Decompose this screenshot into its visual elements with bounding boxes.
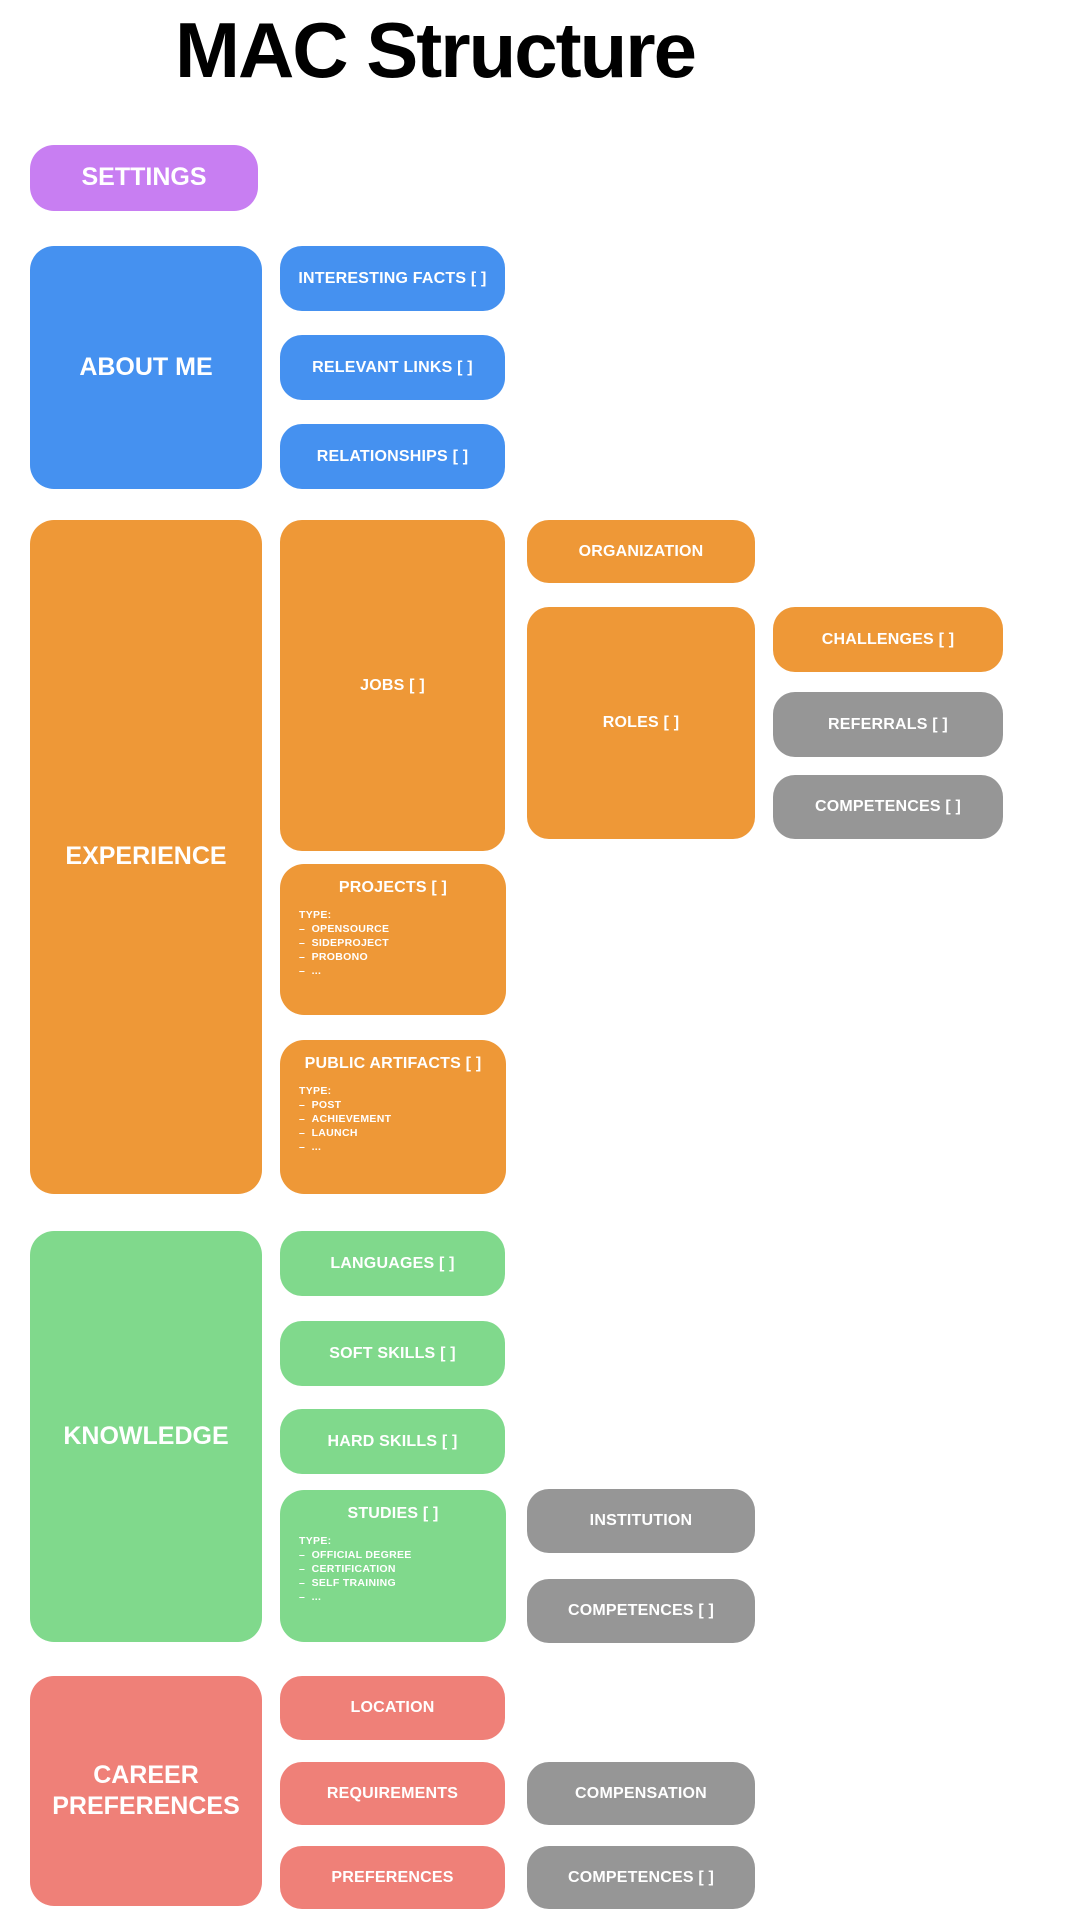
public-artifacts-label: PUBLIC ARTIFACTS [ ] <box>304 1055 482 1072</box>
type-item: POST <box>299 1098 506 1112</box>
languages-block: LANGUAGES [ ] <box>280 1231 505 1296</box>
public-artifacts-type-list: TYPE: POST ACHIEVEMENT LAUNCH ... <box>299 1084 506 1154</box>
referrals-block: REFERRALS [ ] <box>773 692 1003 757</box>
projects-type-list: TYPE: OPENSOURCE SIDEPROJECT PROBONO ... <box>299 908 506 978</box>
knowledge-block: KNOWLEDGE <box>30 1231 262 1642</box>
institution-block: INSTITUTION <box>527 1489 755 1553</box>
interesting-facts-block: INTERESTING FACTS [ ] <box>280 246 505 311</box>
public-artifacts-block: PUBLIC ARTIFACTS [ ] TYPE: POST ACHIEVEM… <box>280 1040 506 1194</box>
roles-competences-block: COMPETENCES [ ] <box>773 775 1003 839</box>
type-item: CERTIFICATION <box>299 1562 506 1576</box>
settings-block: SETTINGS <box>30 145 258 211</box>
studies-label: STUDIES [ ] <box>347 1505 439 1522</box>
projects-label: PROJECTS [ ] <box>338 879 448 896</box>
type-item: ... <box>299 964 506 978</box>
projects-block: PROJECTS [ ] TYPE: OPENSOURCE SIDEPROJEC… <box>280 864 506 1015</box>
type-heading: TYPE: <box>299 1085 332 1097</box>
requirements-block: REQUIREMENTS <box>280 1762 505 1825</box>
jobs-block: JOBS [ ] <box>280 520 505 851</box>
location-block: LOCATION <box>280 1676 505 1740</box>
type-item: ... <box>299 1590 506 1604</box>
career-competences-block: COMPETENCES [ ] <box>527 1846 755 1909</box>
type-item: OPENSOURCE <box>299 922 506 936</box>
relationships-block: RELATIONSHIPS [ ] <box>280 424 505 489</box>
type-heading: TYPE: <box>299 909 332 921</box>
type-item: ... <box>299 1140 506 1154</box>
type-item: PROBONO <box>299 950 506 964</box>
type-item: SIDEPROJECT <box>299 936 506 950</box>
compensation-block: COMPENSATION <box>527 1762 755 1825</box>
studies-competences-block: COMPETENCES [ ] <box>527 1579 755 1643</box>
soft-skills-block: SOFT SKILLS [ ] <box>280 1321 505 1386</box>
relevant-links-block: RELEVANT LINKS [ ] <box>280 335 505 400</box>
career-preferences-block: CAREER PREFERENCES <box>30 1676 262 1906</box>
type-item: LAUNCH <box>299 1126 506 1140</box>
type-item: SELF TRAINING <box>299 1576 506 1590</box>
hard-skills-block: HARD SKILLS [ ] <box>280 1409 505 1474</box>
studies-type-list: TYPE: OFFICIAL DEGREE CERTIFICATION SELF… <box>299 1534 506 1604</box>
page-title: MAC Structure <box>174 6 697 94</box>
organization-block: ORGANIZATION <box>527 520 755 583</box>
about-me-block: ABOUT ME <box>30 246 262 489</box>
challenges-block: CHALLENGES [ ] <box>773 607 1003 672</box>
type-item: OFFICIAL DEGREE <box>299 1548 506 1562</box>
type-item: ACHIEVEMENT <box>299 1112 506 1126</box>
preferences-block: PREFERENCES <box>280 1846 505 1909</box>
experience-block: EXPERIENCE <box>30 520 262 1194</box>
roles-block: ROLES [ ] <box>527 607 755 839</box>
studies-block: STUDIES [ ] TYPE: OFFICIAL DEGREE CERTIF… <box>280 1490 506 1642</box>
type-heading: TYPE: <box>299 1535 332 1547</box>
